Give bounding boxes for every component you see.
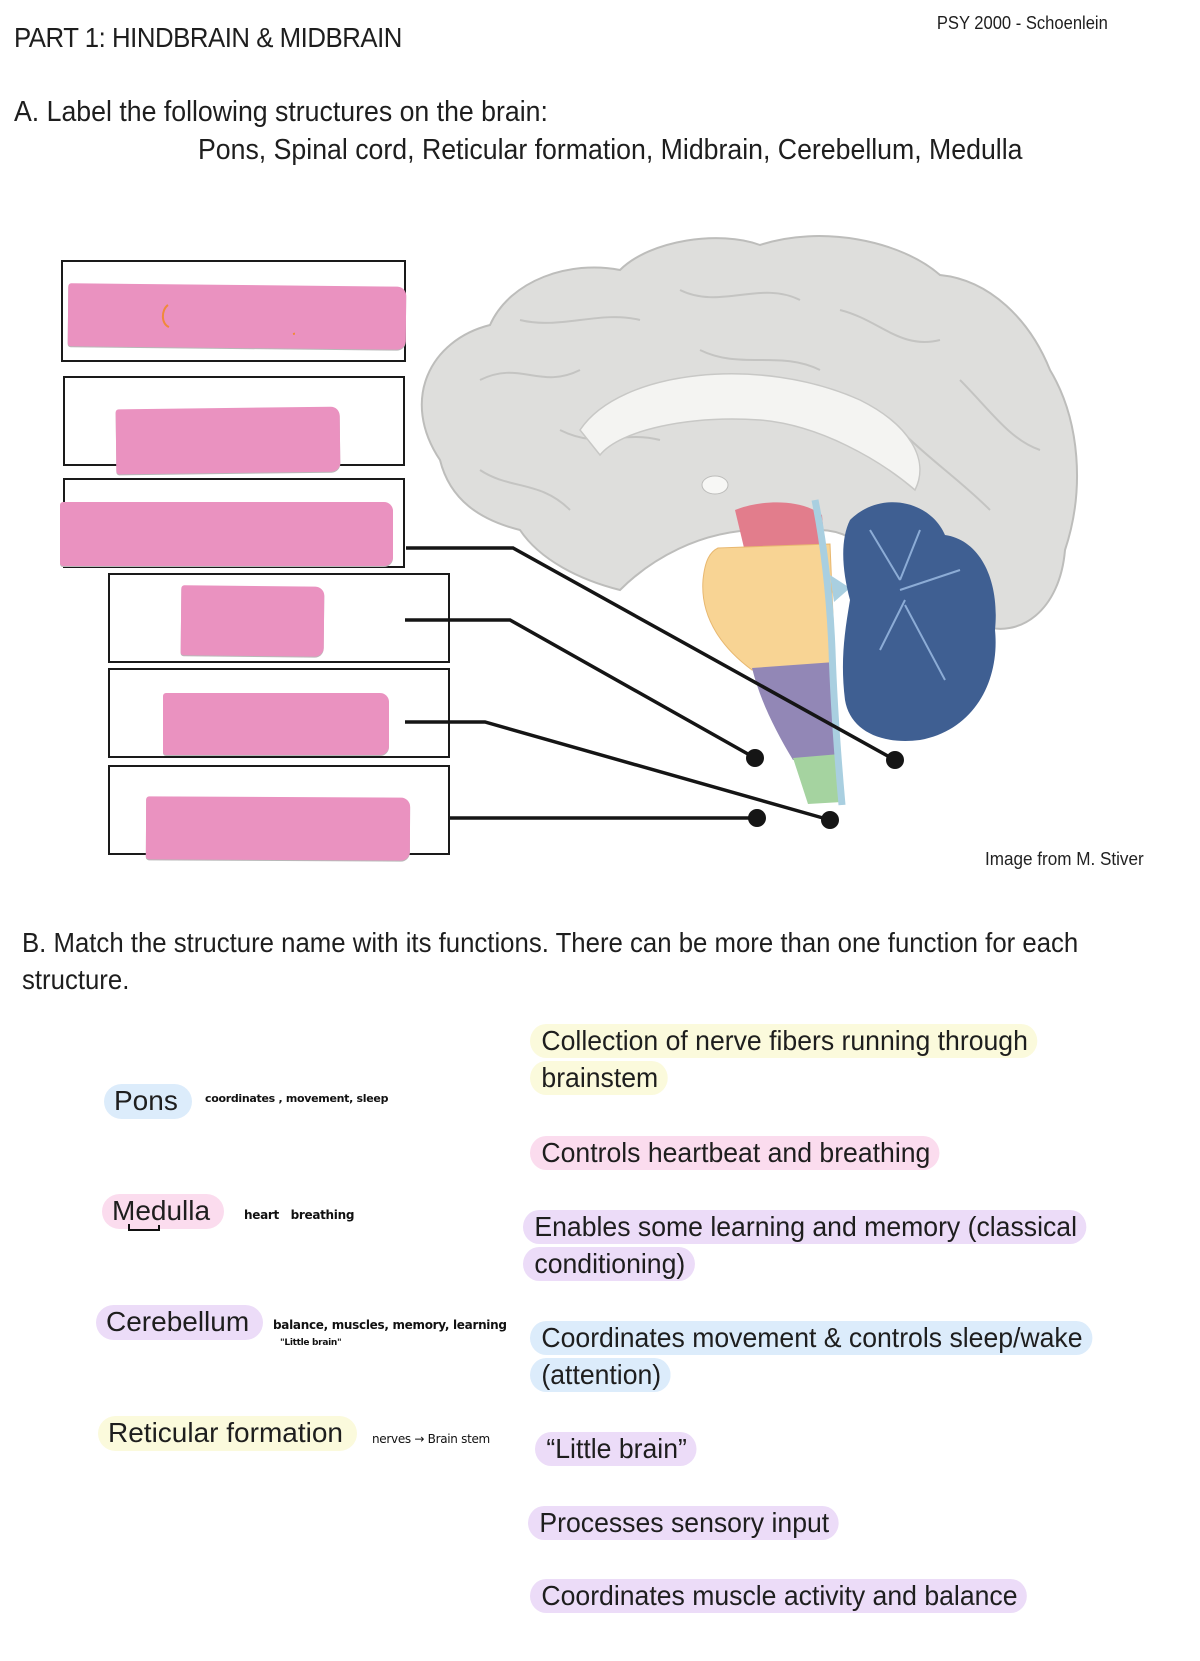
function-text: “Little brain”: [535, 1432, 697, 1466]
note-pons: coordinates , movement, sleep: [205, 1092, 389, 1105]
note-cerebellum: balance, muscles, memory, learning: [273, 1318, 507, 1332]
handwritten-mark: [161, 304, 295, 335]
pons-region: [702, 543, 836, 671]
function-item: Enables some learning and memory (classi…: [523, 1208, 1131, 1282]
leader-dots: [746, 749, 904, 829]
function-item: Processes sensory input: [528, 1504, 1136, 1541]
midbrain-region: [735, 502, 825, 552]
fourth-ventricle: [811, 499, 846, 806]
structure-cerebellum: Cerebellum: [96, 1305, 264, 1340]
function-item: Coordinates muscle activity and balance: [530, 1577, 1138, 1614]
function-text: Enables some learning and memory (classi…: [523, 1210, 1087, 1281]
cerebellum-region: [842, 502, 996, 741]
function-item: Coordinates movement & controls sleep/wa…: [530, 1319, 1148, 1393]
note-cerebellum-2: "Little brain": [280, 1338, 342, 1348]
function-text: Coordinates muscle activity and balance: [530, 1579, 1027, 1613]
section-b-prompt: B. Match the structure name with its fun…: [22, 927, 1079, 995]
course-label: PSY 2000 - Schoenlein: [937, 13, 1108, 33]
structure-medulla: Medulla: [102, 1194, 225, 1229]
answer-cover-3[interactable]: [60, 502, 393, 566]
function-item: Controls heartbeat and breathing: [530, 1134, 1138, 1171]
structure-pons: Pons: [104, 1084, 192, 1119]
structure-reticular-formation: Reticular formation: [98, 1416, 357, 1451]
function-text: Processes sensory input: [528, 1506, 839, 1540]
leader-lines: [405, 546, 896, 822]
underline-mark: [128, 1224, 160, 1231]
section-a-prompt: A. Label the following structures on the…: [14, 96, 548, 128]
brain-diagram: [405, 235, 1078, 829]
medulla-region: [752, 662, 840, 760]
function-text: Collection of nerve fibers running throu…: [530, 1024, 1038, 1095]
function-item: Collection of nerve fibers running throu…: [530, 1022, 1138, 1096]
image-credit: Image from M. Stiver: [985, 849, 1144, 869]
part-title: PART 1: HINDBRAIN & MIDBRAIN: [14, 22, 402, 53]
note-reticular-formation: nerves → Brain stem: [372, 1432, 490, 1446]
structure-list: Pons, Spinal cord, Reticular formation, …: [198, 134, 1023, 166]
corpus-callosum: [579, 373, 921, 492]
answer-cover-5[interactable]: [163, 693, 389, 755]
function-text: Controls heartbeat and breathing: [530, 1136, 940, 1170]
function-text: Coordinates movement & controls sleep/wa…: [530, 1321, 1093, 1392]
spinal-cord-region: [793, 754, 842, 804]
note-medulla: heart breathing: [244, 1208, 355, 1222]
function-item: “Little brain”: [535, 1430, 1143, 1467]
